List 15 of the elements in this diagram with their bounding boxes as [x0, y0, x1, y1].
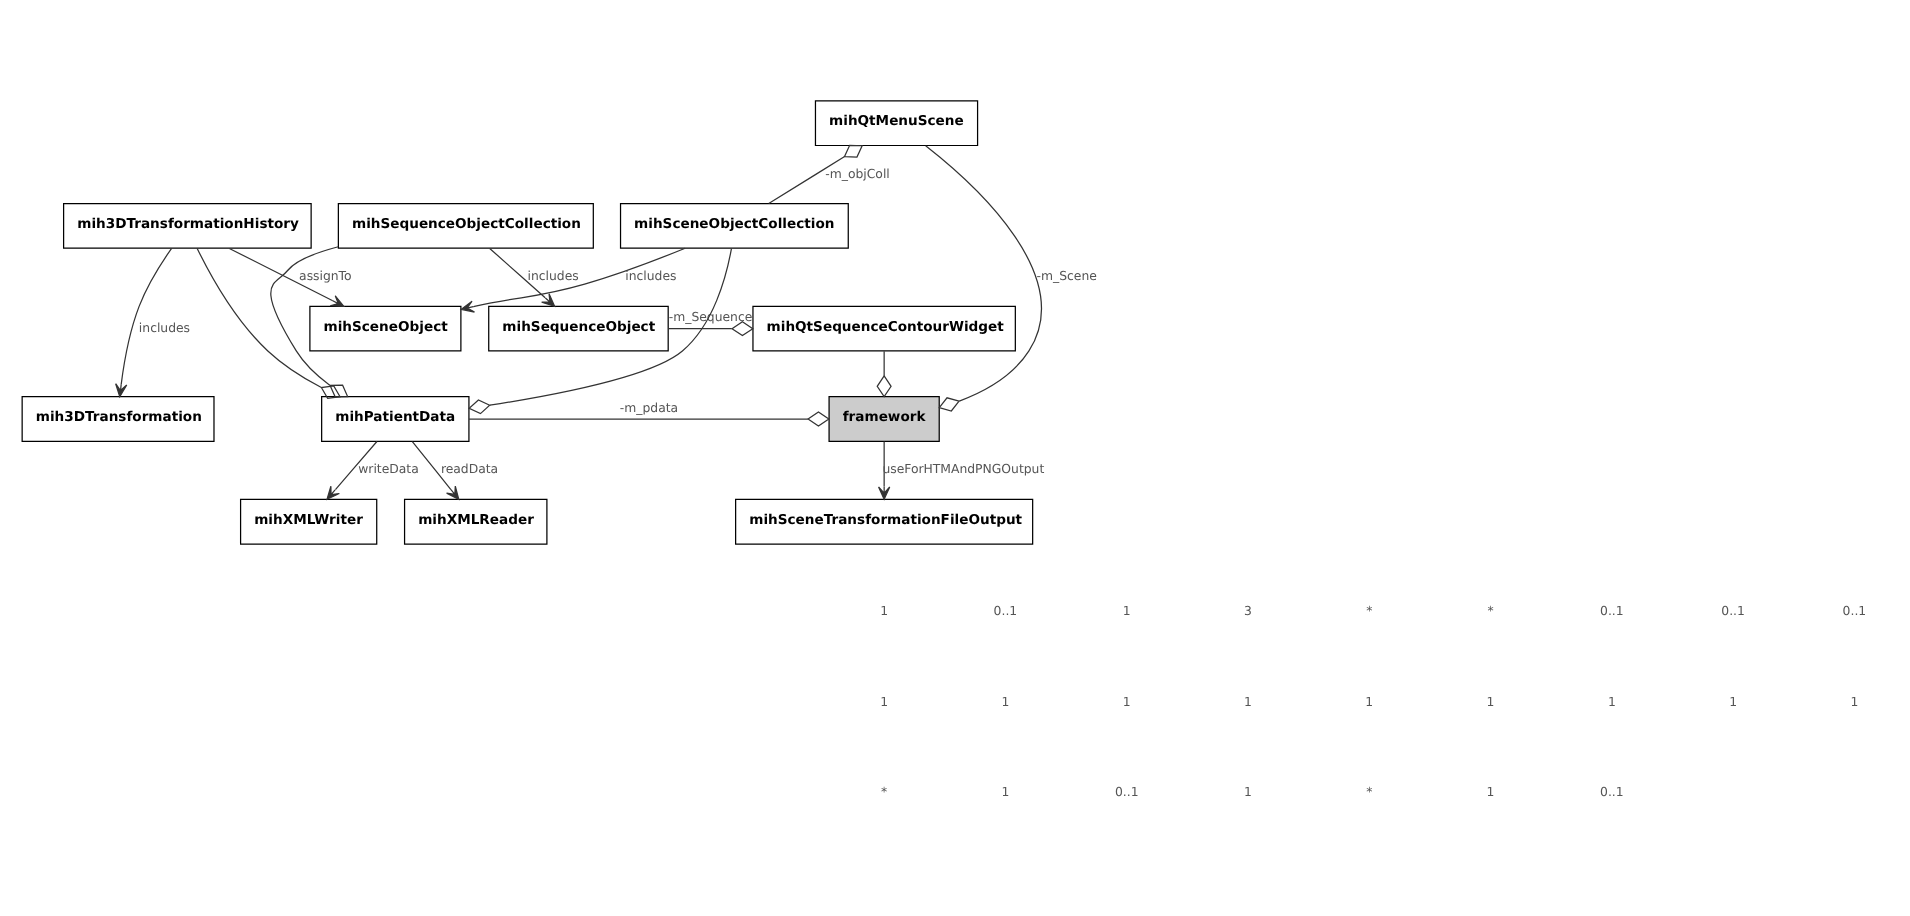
arrow	[326, 440, 378, 500]
arrow	[115, 247, 173, 398]
arrow	[411, 440, 460, 500]
connector	[196, 247, 342, 399]
arrow	[228, 247, 345, 307]
connector	[768, 144, 864, 205]
connector	[468, 411, 830, 427]
arrow	[877, 440, 891, 500]
connector	[270, 246, 349, 398]
connector	[667, 321, 754, 337]
connector	[925, 145, 1042, 412]
connector	[876, 350, 892, 398]
arrow	[460, 247, 686, 313]
connector	[468, 248, 733, 415]
arrow	[489, 247, 556, 307]
